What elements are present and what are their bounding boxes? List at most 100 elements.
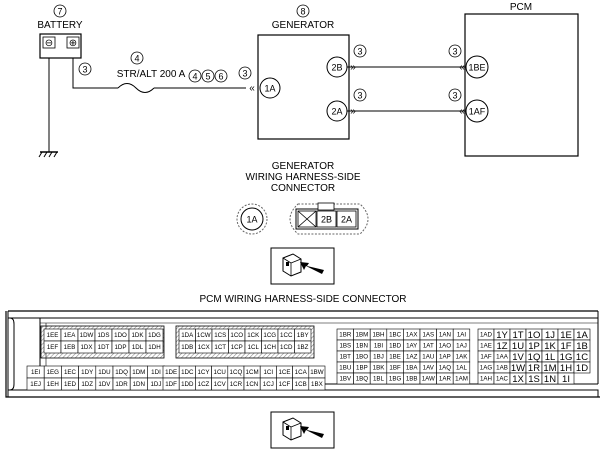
pcm-pin-label: 1I — [562, 374, 570, 385]
pcm-pin-label: 1CM — [246, 369, 259, 376]
pcm-pin-label: 1BY — [297, 332, 309, 339]
connector-view-icon — [270, 247, 335, 285]
pcm-pin-label: 1DY — [81, 369, 93, 376]
pcm-pin-label: 1AC — [496, 376, 509, 383]
pcm-pin-label: 1CU — [214, 369, 226, 376]
pcm-pin-label: 1BI — [374, 343, 384, 350]
pcm-pin-label: 1BO — [356, 354, 369, 361]
wire-circle-gen-1a — [238, 66, 252, 80]
pcm-pin-label: 1AM — [455, 376, 468, 383]
pcm-pin-label: 1BK — [373, 365, 386, 372]
pcm-pin-label: 1DT — [98, 344, 110, 351]
pcm-pin-label: 1X — [512, 374, 524, 385]
connector-mark-2a: » — [350, 106, 356, 117]
battery-minus-sign: ⊖ — [45, 38, 53, 49]
pcm-pin-label: 1S — [528, 374, 540, 385]
pcm-pin-label: 1AY — [406, 343, 417, 350]
pcm-pin-label: 1CD — [280, 344, 293, 351]
battery-label: BATTERY — [37, 20, 83, 31]
pcm-terminal-1af — [465, 99, 489, 123]
wire-circle-battery — [78, 62, 92, 76]
pcm-pin-label: 1AW — [422, 376, 435, 383]
pcm-pin-cell — [145, 340, 164, 354]
pcm-pin-label: 1AJ — [456, 343, 467, 350]
pcm-pin-label: 1DL — [132, 344, 144, 351]
battery-num-circle — [53, 4, 67, 18]
pcm-pin-label: 1BA — [406, 365, 419, 372]
pcm-pin-label: 1J — [545, 330, 555, 341]
pcm-pin-label: 1DR — [115, 381, 128, 388]
fuse-ref-2: 5 — [205, 72, 210, 82]
pcm-label: PCM — [510, 2, 532, 13]
gen-connector-2b-pin: 2B — [321, 215, 332, 225]
pcm-pin-label: 1G — [560, 352, 573, 363]
pcm-pin-label: 1L — [545, 352, 556, 363]
pcm-pin-label: 1BC — [389, 332, 402, 339]
pcm-pin-label: 1Z — [496, 341, 507, 352]
pcm-pin-label: 1CZ — [198, 381, 210, 388]
wire-circle-gen-1a-text: 3 — [242, 69, 247, 79]
fuse-ref-circle-3 — [214, 69, 228, 83]
pcm-pin-label: 1AH — [480, 376, 492, 383]
gen-connector-title-2: WIRING HARNESS-SIDE — [245, 172, 360, 183]
pcm-pin-label: 1U — [512, 341, 524, 352]
pcm-pin-label: 1O — [528, 330, 541, 341]
pcm-pin-label: 1C — [576, 352, 588, 363]
pcm-pin-label: 1B — [576, 341, 588, 352]
wire-circle-1af-text: 3 — [452, 91, 457, 101]
pcm-pin-label: 1AI — [457, 332, 467, 339]
pcm-pin-cell — [294, 340, 312, 354]
pcm-pin-label: 1EE — [47, 332, 59, 339]
gen-connector-title-3: CONNECTOR — [271, 183, 335, 194]
pcm-pin-label: 1BZ — [297, 344, 309, 351]
pcm-pin-label: 1CW — [197, 332, 211, 339]
pcm-group: PCM 1BE 1AF — [464, 2, 579, 157]
pcm-pin-label: 1N — [544, 374, 556, 385]
pcm-pin-label: 1DW — [80, 332, 94, 339]
pcm-pin-label: 1DE — [165, 369, 177, 376]
pcm-pin-label: 1P — [528, 341, 540, 352]
battery-group: 7 BATTERY ⊖ ⊕ — [37, 4, 83, 59]
pcm-pin-cell — [573, 361, 591, 374]
pcm-pin-label: 1EG — [47, 369, 60, 376]
pcm-pin-label: 1BB — [406, 376, 418, 383]
pcm-pin-label: 1EJ — [30, 381, 41, 388]
connector-mark-1a: « — [249, 83, 255, 94]
pcm-pin-label: 1DC — [181, 369, 194, 376]
pcm-pin-label: 1E — [560, 330, 572, 341]
pcm-pin-label: 1DU — [98, 369, 110, 376]
fuse-label: STR/ALT 200 A — [117, 69, 186, 80]
wire-circle-2b-text: 3 — [357, 47, 362, 57]
battery-positive-wire — [72, 58, 118, 89]
pcm-pin-label: 1DA — [181, 332, 194, 339]
pcm-pin-label: 1CI — [263, 369, 273, 376]
pcm-pin-label: 1DJ — [150, 381, 161, 388]
pcm-pin-label: 1DH — [148, 344, 160, 351]
pcm-pin-label: 1BU — [339, 365, 351, 372]
fuse-ref-1: 4 — [192, 72, 197, 82]
wire-circle-1af — [448, 88, 462, 102]
battery-neg-terminal — [42, 36, 56, 49]
pcm-pin-label: 1BX — [311, 381, 323, 388]
pcm-pin-label: 1AG — [480, 365, 493, 372]
pcm-pin-label: 1DK — [131, 332, 144, 339]
pcm-pin-label: 1AS — [422, 332, 434, 339]
generator-label: GENERATOR — [272, 20, 334, 31]
pcm-pin-label: 1BT — [340, 354, 352, 361]
pcm-pin-label: 1CJ — [263, 381, 274, 388]
pcm-pin-label: 1CK — [247, 332, 260, 339]
gen-connector-1a-pin: 1A — [246, 215, 257, 225]
pcm-pin-label: 1H — [560, 363, 572, 374]
pcm-pin-label: 1CN — [246, 381, 258, 388]
pcm-pin-label: 1CQ — [230, 369, 243, 376]
pcm-pin-label: 1CA — [295, 369, 308, 376]
pcm-pin-label: 1CL — [248, 344, 260, 351]
pcm-pin-label: 1BM — [356, 332, 369, 339]
pcm-pin-label: 1AD — [480, 332, 493, 339]
pcm-pin-label: 1BR — [339, 332, 352, 339]
pcm-pin-label: 1BE — [389, 354, 401, 361]
pcm-pin-label: 1AK — [456, 354, 469, 361]
pcm-pin-label: 1CP — [231, 344, 243, 351]
pcm-pin-cell — [557, 372, 575, 385]
pcm-pin-label: 1CO — [230, 332, 243, 339]
